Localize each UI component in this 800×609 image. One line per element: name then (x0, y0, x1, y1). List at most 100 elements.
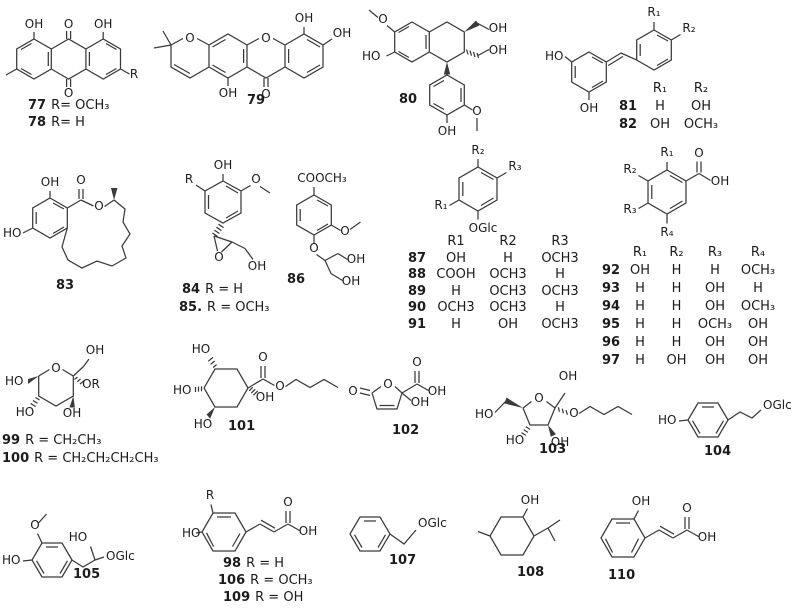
table-cell: H (655, 99, 665, 114)
bonds (477, 508, 561, 556)
table-cell: H (635, 281, 645, 296)
structure-77-78: OH O OH O R (5, 17, 138, 100)
atom-label-o: O (534, 391, 543, 405)
table-cell: 90 (407, 300, 427, 315)
atom-label-r4: R₄ (660, 225, 673, 239)
compound-number: 84 (182, 282, 201, 297)
atom-label-oh: OH (438, 124, 456, 138)
atom-label-o: O (261, 31, 270, 45)
table-header-row: R₁ R₂ (614, 80, 724, 98)
atom-label-ho: HO (194, 417, 212, 431)
caption-86: 86 (287, 272, 306, 287)
table-cell: H (671, 335, 682, 350)
atom-label-oglc: OGlc (763, 398, 792, 412)
structure-105: O HO HO OGlc (2, 513, 135, 578)
bonds (195, 504, 300, 552)
compound-number: 106 (218, 573, 246, 588)
structure-92-97: R₁ O OH R₂ R₃ R₄ (623, 145, 729, 239)
table-cell: OCH₃ (683, 117, 719, 132)
table-cell: H (753, 281, 763, 296)
atom-label-oh: OH (94, 17, 112, 31)
compound-number: 100 (2, 451, 30, 466)
wedge-bond (69, 396, 75, 408)
table-cell: COOH (436, 267, 476, 282)
atom-label-r1: R₁ (647, 5, 660, 19)
atom-label-r2: R₂ (682, 21, 695, 35)
atom-label-oh: OH (411, 395, 429, 409)
bonds (195, 174, 271, 260)
table-cell: 93 (601, 281, 621, 296)
table-cell: OH (704, 281, 725, 296)
atom-label-r: R (130, 67, 138, 81)
atom-label-ho: HO (506, 433, 524, 447)
atom-label-oh: OH (248, 259, 266, 273)
atom-label-ester: COOCH₃ (297, 171, 347, 185)
caption-80: 80 (399, 92, 418, 107)
atom-label-o: O (283, 495, 292, 509)
table-cell: OH (666, 353, 687, 368)
atom-label-ho: HO (2, 553, 20, 567)
caption-101: 101 (228, 419, 256, 434)
table-header: R3 (551, 234, 569, 249)
atom-label-r: R (206, 488, 214, 502)
atom-label-oh: OH (347, 252, 365, 266)
atom-label-ho: HO (192, 342, 210, 356)
wedge-bond (206, 407, 215, 419)
atom-label-o: O (30, 518, 39, 532)
caption-102: 102 (392, 423, 420, 438)
table-cell: H (555, 300, 565, 315)
atom-label-o: O (569, 406, 578, 420)
table-cell: OCH3 (541, 283, 579, 299)
atom-label-oh: OH (41, 175, 59, 189)
atom-label-o: O (94, 199, 103, 213)
table-cell: OH (747, 317, 768, 332)
table-header: R₃ (707, 245, 723, 260)
table-cell: OH (747, 353, 768, 368)
table-cell: 96 (601, 335, 621, 350)
table-cell: 87 (407, 250, 427, 266)
table-cell: OH (497, 316, 518, 332)
caption-105: 105 (73, 567, 101, 582)
atom-label-o: O (383, 377, 392, 391)
structure-81-82: HO OH R₁ R₂ (545, 5, 696, 115)
table-header: R₁ (652, 81, 668, 96)
atom-label-oh: OH (428, 384, 446, 398)
table-cell: 89 (407, 283, 427, 299)
atom-label-oh: OH (521, 493, 539, 507)
bonds (600, 510, 699, 558)
compound-number: 98 (223, 556, 242, 571)
table-cell: OH (747, 335, 768, 350)
table-cell: H (635, 317, 645, 332)
atom-label-oh: OH (63, 406, 81, 420)
bonds (22, 188, 131, 269)
atom-label-oh: OH (711, 174, 729, 188)
r-definition: R = OCH₃ (207, 300, 270, 315)
r-definition: R= H (51, 115, 85, 130)
structure-108: OH (477, 493, 561, 556)
atom-label-ho: HO (362, 49, 380, 63)
r-definition: R = OCH₃ (250, 573, 313, 588)
atom-label-o: O (378, 12, 387, 26)
compound-number: 99 (2, 433, 21, 448)
table-cell: 92 (601, 263, 621, 278)
bonds (564, 22, 681, 100)
table-cell: H (555, 267, 565, 282)
wedge-bond (443, 62, 451, 75)
atom-label-r1: R₁ (660, 145, 673, 159)
atom-label-r3: R₃ (623, 202, 636, 216)
atom-label-r: R (185, 172, 193, 186)
caption-103: 103 (539, 442, 567, 457)
atom-label-o: O (214, 250, 223, 264)
bonds (349, 516, 417, 552)
atom-label-o: O (348, 384, 357, 398)
table-header: R₂ (693, 81, 709, 96)
table-cell: H (671, 299, 682, 314)
table-cell: OCH₃ (697, 317, 733, 332)
atom-label-o: O (76, 173, 85, 187)
